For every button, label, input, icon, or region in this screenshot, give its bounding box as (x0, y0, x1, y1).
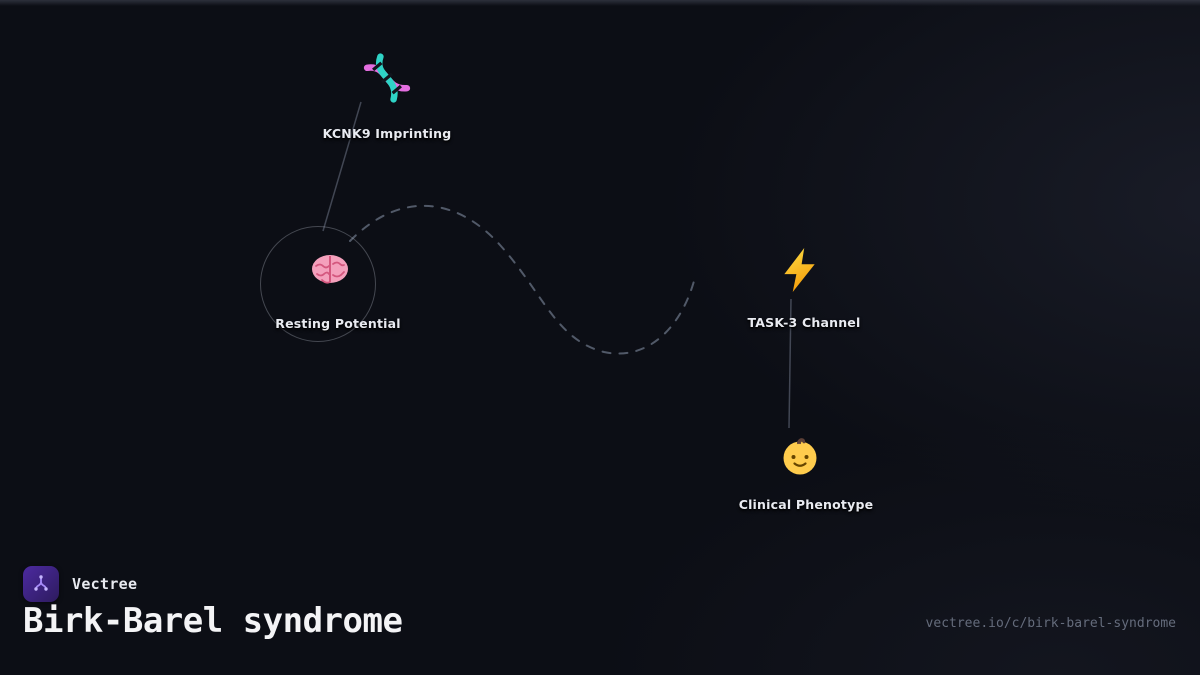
edge-resting-to-task3 (349, 204, 695, 355)
edge-task3-to-clinical (788, 298, 792, 429)
node-task3-channel[interactable]: TASK-3 Channel (724, 247, 874, 330)
footer: Vectree Birk-Barel syndrome vectree.io/c… (0, 565, 1200, 675)
brand-row: Vectree (23, 566, 137, 602)
node-label: Clinical Phenotype (738, 497, 874, 512)
node-label: TASK-3 Channel (747, 315, 861, 330)
page-title: Birk-Barel syndrome (23, 601, 403, 641)
lightning-icon (776, 247, 822, 293)
node-kcnk9-imprinting[interactable]: KCNK9 Imprinting (312, 52, 462, 141)
node-resting-potential[interactable]: Resting Potential (250, 248, 410, 331)
vectree-logo-icon (23, 566, 59, 602)
dna-icon (361, 52, 413, 104)
node-label: KCNK9 Imprinting (322, 126, 452, 141)
brand-name: Vectree (72, 575, 138, 593)
baby-icon (779, 435, 821, 477)
node-clinical-phenotype[interactable]: Clinical Phenotype (714, 435, 886, 512)
node-label: Resting Potential (275, 316, 401, 331)
page-url: vectree.io/c/birk-barel-syndrome (925, 616, 1176, 631)
selection-ring (260, 226, 376, 342)
edge-kcnk9-to-resting (322, 101, 362, 232)
brain-icon (308, 248, 352, 292)
